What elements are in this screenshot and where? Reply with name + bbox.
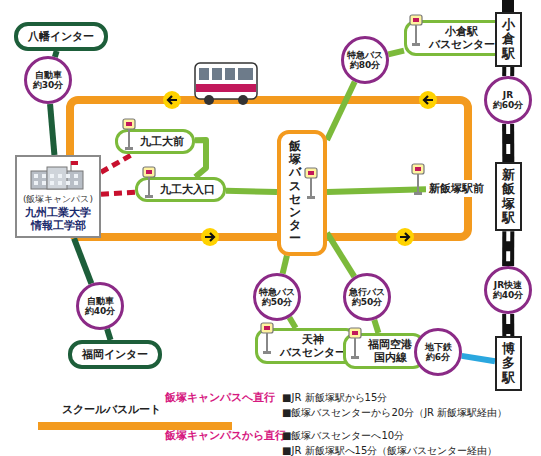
- travel-time: JR快速 約40分: [488, 280, 528, 301]
- road-line: [74, 238, 91, 283]
- road-line: [50, 104, 54, 155]
- bus-stop-box: 九工大入口: [135, 177, 226, 202]
- bus-line: [327, 189, 426, 192]
- note-text: 飯塚キャンパスから直行: [165, 429, 286, 443]
- time-circle: 自動車 約30分: [24, 56, 72, 104]
- rail-dash: [506, 231, 510, 266]
- loop-arrow: [201, 228, 219, 246]
- station-box: 新飯塚駅: [495, 162, 522, 231]
- note-text: ■飯塚バスセンターへ10分: [282, 429, 404, 443]
- legend-line-sample: [38, 422, 232, 430]
- bus-line: [195, 140, 206, 177]
- bus-line: [327, 233, 354, 277]
- school-bus-loop: [70, 100, 468, 237]
- bus-stop-icon: [260, 323, 274, 355]
- bus-stop-box: 九工大前: [115, 129, 195, 154]
- rail-line: [502, 314, 514, 336]
- bus-line: [283, 256, 287, 274]
- time-circle: JR 約60分: [484, 76, 532, 124]
- rail-line: [502, 0, 514, 12]
- bus-illustration: [195, 63, 257, 105]
- place-name: 新飯塚駅前: [429, 181, 484, 196]
- time-circle: JR快速 約40分: [484, 266, 532, 314]
- note-text: ■JR 新飯塚駅から15分: [282, 391, 387, 405]
- place-name: 八幡インター: [28, 29, 94, 44]
- place-name: 福岡空港 国内線: [366, 338, 414, 364]
- time-circle: 自動車 約40分: [76, 282, 124, 330]
- connectors: [50, 51, 508, 362]
- place-name: 博多駅: [502, 342, 515, 385]
- travel-time: 特急バス 約80分: [345, 50, 385, 71]
- bus-stop-icon: [142, 167, 156, 199]
- loop-arrow: [419, 91, 437, 109]
- bus-stop-icon: [122, 119, 136, 151]
- rail-line: [502, 124, 514, 162]
- place-name: 九工大前: [140, 134, 184, 149]
- travel-time: 特急バス 約50分: [257, 287, 297, 308]
- note-text: ■飯塚バスセンターから20分（JR 新飯塚駅経由）: [282, 406, 507, 420]
- time-circle: 特急バス 約50分: [253, 273, 301, 321]
- bus-line: [327, 82, 355, 140]
- rail-dash: [506, 124, 510, 162]
- loop-arrow: [396, 228, 414, 246]
- note-text: 飯塚キャンパスへ直行: [165, 391, 275, 405]
- interchange-box: 八幡インター: [14, 22, 108, 51]
- station-box: 博多駅: [495, 336, 522, 391]
- travel-time: 急行バス 約50分: [347, 287, 387, 308]
- bus-line: [374, 320, 378, 333]
- subway-line: [462, 356, 495, 361]
- campus-box: (飯塚キャンパス)九州工業大学 情報工学部: [15, 155, 101, 238]
- place-name: 小倉駅 バスセンター: [427, 25, 496, 51]
- place-name: 福岡インター: [82, 347, 148, 362]
- place-name: 天神 バスセンター: [278, 333, 347, 359]
- place-name: (飯塚キャンパス): [20, 193, 96, 206]
- place-name: 小倉駅: [502, 18, 515, 61]
- bus-stop-icon: [304, 168, 318, 200]
- time-circle: 急行バス 約50分: [343, 273, 391, 321]
- loop-arrow: [163, 91, 181, 109]
- building-icon: [27, 159, 87, 191]
- bus-stop-icon: [409, 15, 423, 47]
- bus-center-box: 飯塚バスセンター: [277, 130, 327, 256]
- rail-dash: [506, 314, 510, 336]
- time-circle: 地下鉄 約6分: [414, 328, 462, 376]
- travel-time: 地下鉄 約6分: [418, 342, 458, 363]
- rail-line: [502, 67, 514, 76]
- bus-line: [388, 51, 404, 55]
- walkway-line: [101, 154, 133, 172]
- station-box: 小倉駅: [495, 12, 522, 67]
- walkway-line: [101, 192, 135, 194]
- travel-time: JR 約60分: [488, 90, 528, 111]
- place-name: 新飯塚駅: [502, 168, 515, 225]
- travel-time: 自動車 約40分: [80, 296, 120, 317]
- place-name: 飯塚バスセンター: [289, 140, 301, 246]
- bus-line: [289, 318, 295, 328]
- bus-stop-label: 新飯塚駅前: [426, 180, 487, 197]
- legend-text: スクールバスルート: [62, 402, 161, 417]
- bus-stop-box: 小倉駅 バスセンター: [404, 20, 507, 56]
- time-circle: 特急バス 約80分: [341, 36, 389, 84]
- rail-dash: [506, 67, 510, 76]
- road-line: [107, 329, 110, 340]
- interchange-box: 福岡インター: [68, 340, 162, 369]
- bus-stop-icon: [411, 164, 425, 196]
- travel-time: 自動車 約30分: [28, 70, 68, 91]
- bus-stop-icon: [348, 328, 362, 360]
- place-name: 九州工業大学 情報工学部: [22, 206, 95, 232]
- place-name: 九工大入口: [160, 182, 215, 197]
- note-text: ■JR 新飯塚駅へ15分（飯塚バスセンター経由）: [282, 444, 497, 456]
- rail-line: [502, 231, 514, 266]
- bus-line: [226, 191, 277, 192]
